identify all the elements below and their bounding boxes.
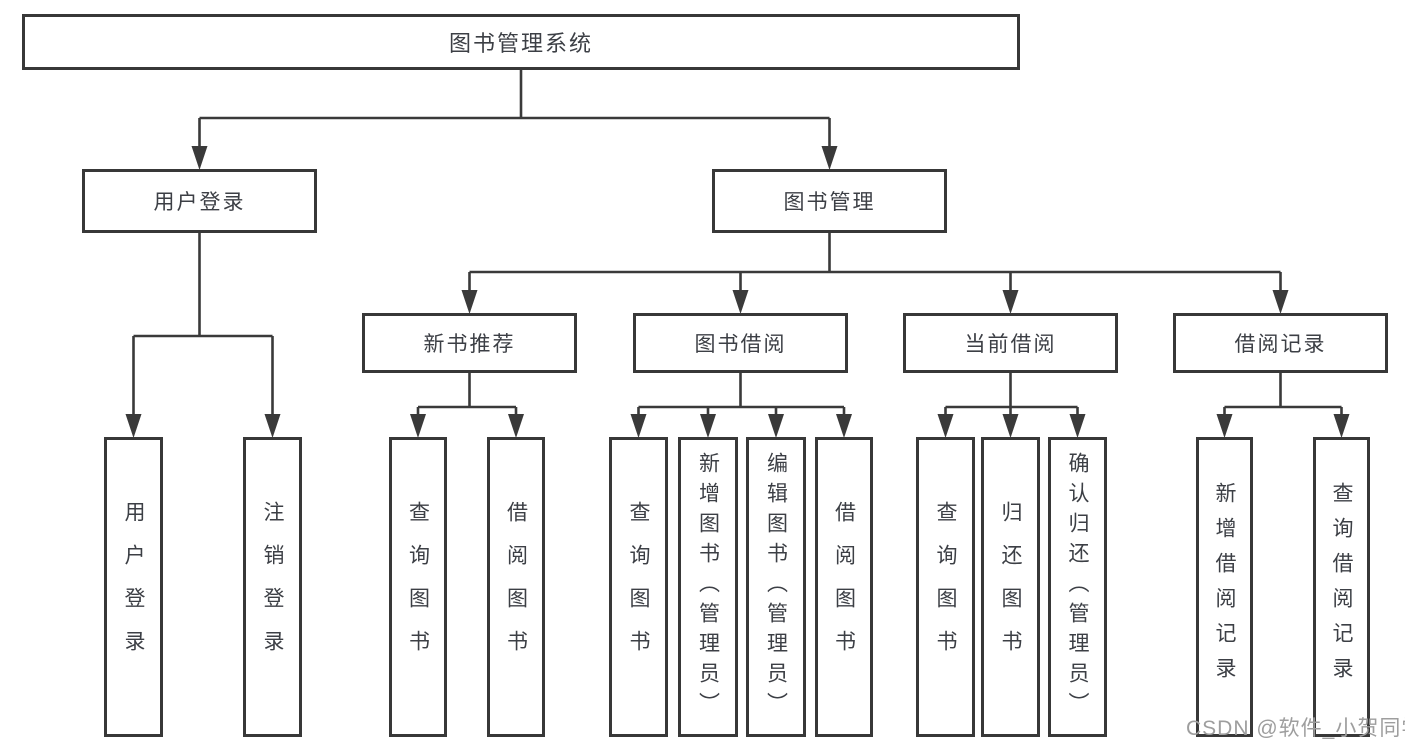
node-user-login: 用户登录 (82, 169, 317, 233)
arrow-head (1272, 290, 1289, 314)
leaf-label: 查询图书 (934, 501, 957, 673)
leaf-label: 新增借阅记录 (1213, 482, 1236, 692)
node-borrow-records: 借阅记录 (1173, 313, 1388, 373)
leaf-node: 查询图书 (916, 437, 975, 737)
leaf-label: 查询图书 (406, 501, 430, 673)
node-label: 图书管理 (783, 191, 876, 214)
branch-new-book-recommend (410, 373, 524, 438)
arrow-head (1216, 414, 1233, 438)
node-current-borrow: 当前借阅 (903, 313, 1118, 373)
leaf-label: 借阅图书 (832, 501, 856, 673)
leaf-node: 新增图书（管理员） (678, 437, 738, 737)
leaf-label: 查询借阅记录 (1330, 482, 1353, 692)
leaf-label: 用户登录 (122, 501, 145, 673)
node-label: 图书借阅 (694, 333, 787, 356)
branch-user-login (125, 233, 281, 438)
leaf-label: 借阅图书 (504, 501, 528, 673)
arrow-head (1069, 414, 1086, 438)
leaf-label: 查询图书 (627, 501, 650, 673)
arrow-head (264, 414, 281, 438)
arrow-head (630, 414, 647, 438)
leaf-node: 查询图书 (609, 437, 668, 737)
leaf-node: 借阅图书 (487, 437, 545, 737)
arrow-head (768, 414, 784, 438)
node-label: 当前借阅 (964, 333, 1057, 356)
arrow-head (410, 414, 426, 438)
leaf-node: 归还图书 (981, 437, 1040, 737)
branch-root-to-level2 (191, 70, 838, 170)
leaf-node: 借阅图书 (815, 437, 873, 737)
branch-book-borrow (630, 373, 852, 438)
watermark-text: CSDN @软件_小贺同学 (1186, 717, 1405, 740)
arrow-head (836, 414, 852, 438)
node-label: 用户登录 (153, 191, 246, 214)
leaf-label: 编辑图书（管理员） (764, 452, 788, 722)
node-root: 图书管理系统 (22, 14, 1020, 70)
leaf-node: 确认归还（管理员） (1048, 437, 1107, 737)
arrow-head (937, 414, 954, 438)
node-label: 借阅记录 (1234, 333, 1327, 356)
node-label: 新书推荐 (423, 333, 516, 356)
arrow-head (461, 290, 478, 314)
node-new-book-recommend: 新书推荐 (362, 313, 577, 373)
branch-current-borrow (937, 373, 1086, 438)
arrow-head (1333, 414, 1350, 438)
branch-borrow-records (1216, 373, 1350, 438)
arrow-head (732, 290, 749, 314)
node-label: 图书管理系统 (448, 31, 593, 56)
arrow-head (1002, 414, 1019, 438)
arrow-head (508, 414, 524, 438)
arrow-head (1002, 290, 1019, 314)
leaf-label: 归还图书 (999, 501, 1022, 673)
leaf-label: 注销登录 (261, 501, 284, 673)
leaf-node: 新增借阅记录 (1196, 437, 1253, 737)
arrow-head (125, 414, 142, 438)
arrow-head (191, 146, 208, 170)
leaf-node: 查询借阅记录 (1313, 437, 1370, 737)
leaf-node: 用户登录 (104, 437, 163, 737)
leaf-node: 查询图书 (389, 437, 447, 737)
node-book-borrow: 图书借阅 (633, 313, 848, 373)
node-book-management: 图书管理 (712, 169, 947, 233)
leaf-label: 新增图书（管理员） (696, 452, 720, 722)
branch-book-management (461, 233, 1289, 314)
leaf-node: 注销登录 (243, 437, 302, 737)
arrow-head (821, 146, 838, 170)
arrow-head (700, 414, 716, 438)
leaf-label: 确认归还（管理员） (1066, 452, 1089, 722)
leaf-node: 编辑图书（管理员） (746, 437, 806, 737)
